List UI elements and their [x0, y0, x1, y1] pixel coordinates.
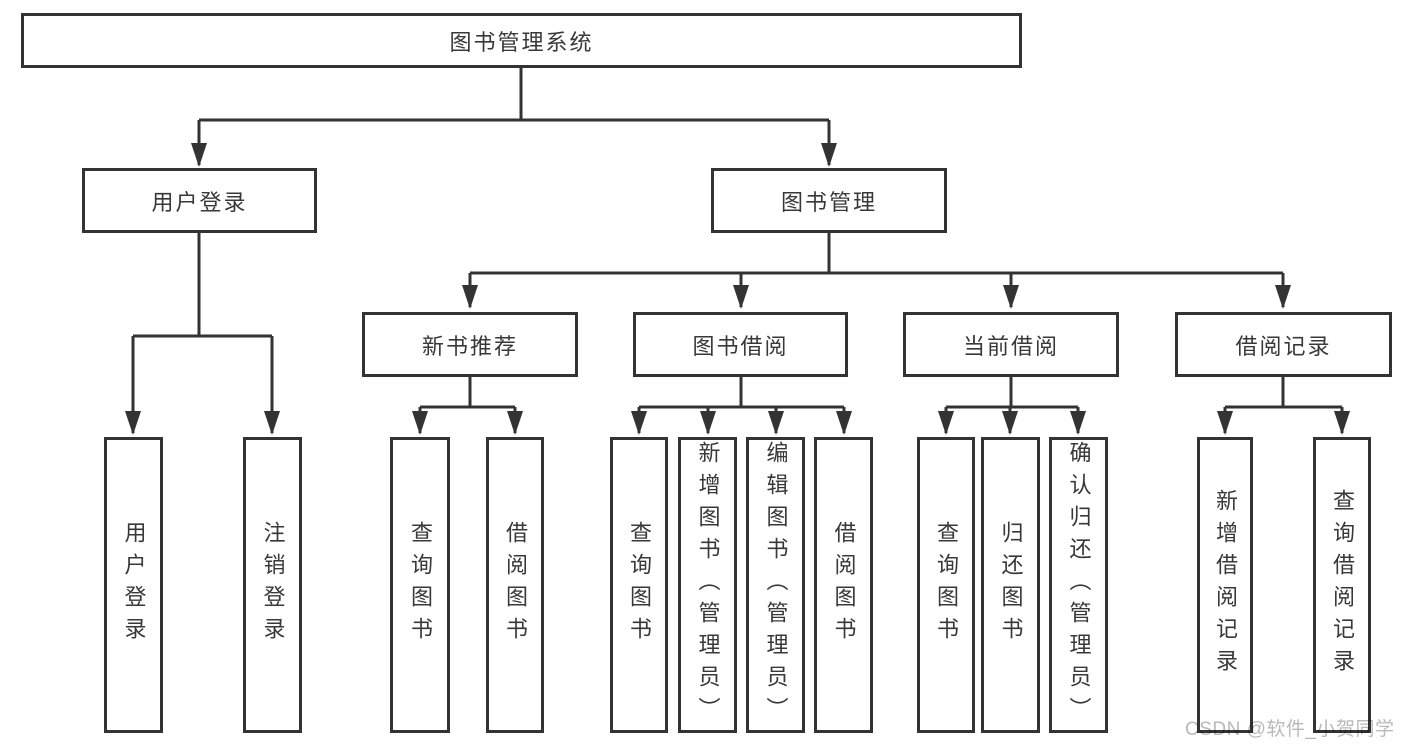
leaf-nbr-query-books: 查询图书 [390, 437, 450, 733]
leaf-bb-query-books: 查询图书 [610, 437, 668, 733]
leaf-logout: 注销登录 [243, 437, 302, 733]
leaf-bb-edit-books-admin-label: 编辑图书（管理员） [763, 441, 789, 729]
leaf-nbr-borrow-books: 借阅图书 [486, 437, 544, 733]
leaf-br-add-record-label: 新增借阅记录 [1213, 489, 1238, 681]
leaf-br-add-record: 新增借阅记录 [1197, 437, 1253, 733]
node-book-management: 图书管理 [711, 168, 947, 233]
node-root-label: 图书管理系统 [449, 29, 594, 55]
connector-group [125, 68, 1350, 435]
node-new-book-recommend-label: 新书推荐 [421, 333, 518, 359]
leaf-cb-query-books: 查询图书 [917, 437, 975, 733]
node-new-book-recommend: 新书推荐 [362, 312, 578, 377]
leaf-br-query-record: 查询借阅记录 [1313, 437, 1371, 733]
leaf-bb-edit-books-admin: 编辑图书（管理员） [746, 437, 805, 733]
node-user-login: 用户登录 [82, 168, 317, 233]
leaf-br-query-record-label: 查询借阅记录 [1330, 489, 1355, 681]
leaf-cb-confirm-return-admin-label: 确认归还（管理员） [1066, 441, 1092, 729]
node-root: 图书管理系统 [21, 13, 1022, 68]
leaf-bb-borrow-books-label: 借阅图书 [831, 521, 857, 649]
leaf-user-login: 用户登录 [104, 437, 163, 733]
leaf-nbr-borrow-books-label: 借阅图书 [503, 521, 528, 649]
leaf-bb-borrow-books: 借阅图书 [814, 437, 873, 733]
node-borrow-records: 借阅记录 [1175, 312, 1392, 377]
watermark: CSDN @软件_小贺同学 [1185, 719, 1395, 740]
leaf-cb-return-books: 归还图书 [981, 437, 1040, 733]
leaf-bb-query-books-label: 查询图书 [627, 521, 652, 649]
node-current-borrow-label: 当前借阅 [962, 333, 1059, 359]
node-book-borrow: 图书借阅 [633, 312, 848, 377]
node-user-login-label: 用户登录 [151, 189, 248, 215]
node-book-borrow-label: 图书借阅 [692, 333, 789, 359]
leaf-user-login-label: 用户登录 [121, 521, 147, 649]
node-book-management-label: 图书管理 [780, 189, 877, 215]
leaf-bb-add-books-admin-label: 新增图书（管理员） [695, 441, 721, 729]
node-borrow-records-label: 借阅记录 [1235, 333, 1332, 359]
leaf-cb-return-books-label: 归还图书 [998, 521, 1024, 649]
leaf-cb-confirm-return-admin: 确认归还（管理员） [1049, 437, 1108, 733]
node-current-borrow: 当前借阅 [903, 312, 1119, 377]
leaf-logout-label: 注销登录 [260, 521, 286, 649]
leaf-bb-add-books-admin: 新增图书（管理员） [678, 437, 737, 733]
leaf-cb-query-books-label: 查询图书 [934, 521, 959, 649]
leaf-nbr-query-books-label: 查询图书 [408, 521, 433, 649]
